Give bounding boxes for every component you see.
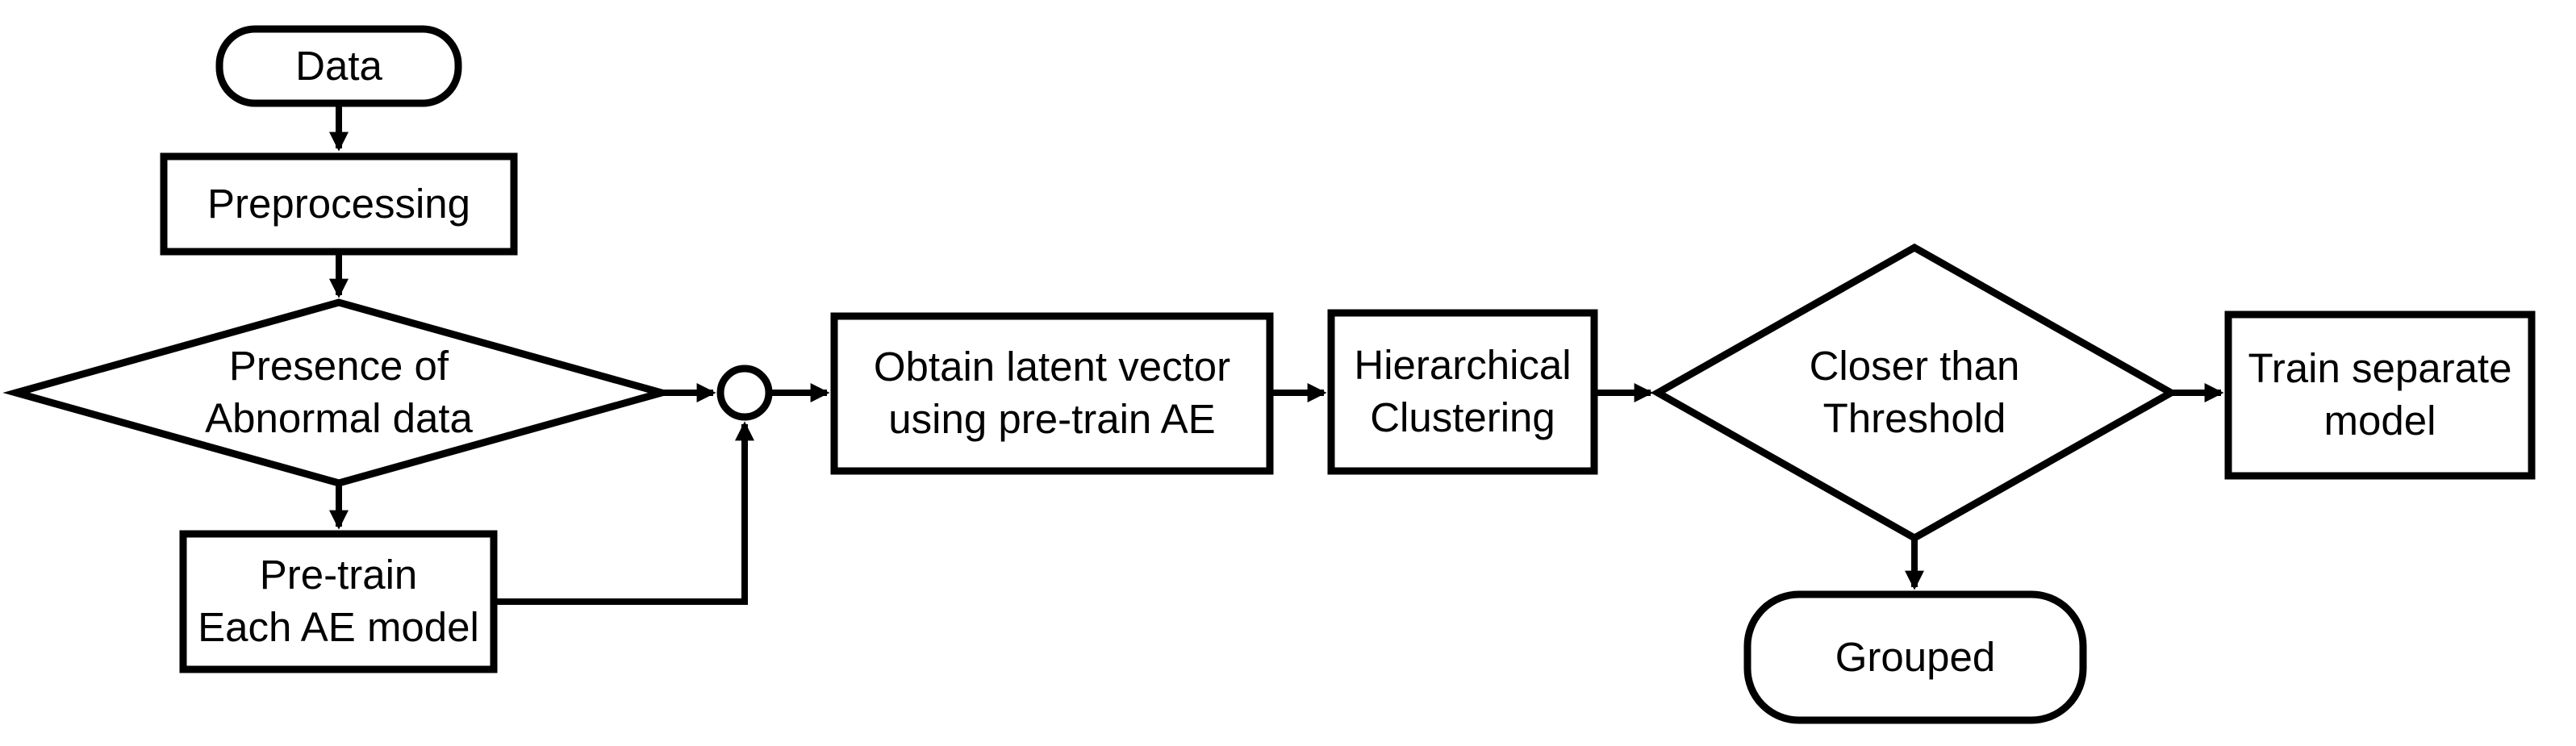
process-obtain-latent-vector — [830, 312, 1274, 475]
terminator-grouped — [1743, 590, 2087, 724]
junction-circle — [716, 365, 773, 421]
decision-closer-than-threshold — [1650, 243, 2179, 543]
edge-pretrain-to-junction — [494, 421, 754, 605]
process-hierarchical-clustering — [1327, 309, 1598, 475]
terminator-data — [215, 25, 462, 107]
decision-presence-of-abnormal-data — [2, 298, 675, 487]
process-train-separate-model — [2224, 310, 2536, 480]
node-layer — [2, 25, 2536, 724]
process-preprocessing — [160, 152, 518, 256]
process-pre-train-each-ae-model — [179, 530, 498, 673]
